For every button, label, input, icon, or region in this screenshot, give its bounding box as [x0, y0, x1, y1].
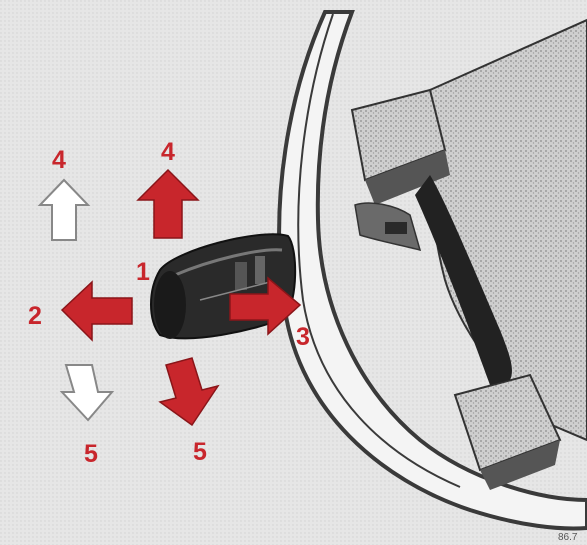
label-down-solid: 5 [193, 438, 207, 466]
label-up-solid: 4 [161, 138, 175, 166]
label-left: 2 [28, 302, 42, 330]
label-down-outline: 5 [84, 440, 98, 468]
figure-code: 86.7 [558, 532, 578, 543]
label-right: 3 [296, 323, 310, 351]
label-lever: 1 [136, 258, 150, 286]
label-up-outline: 4 [52, 146, 66, 174]
